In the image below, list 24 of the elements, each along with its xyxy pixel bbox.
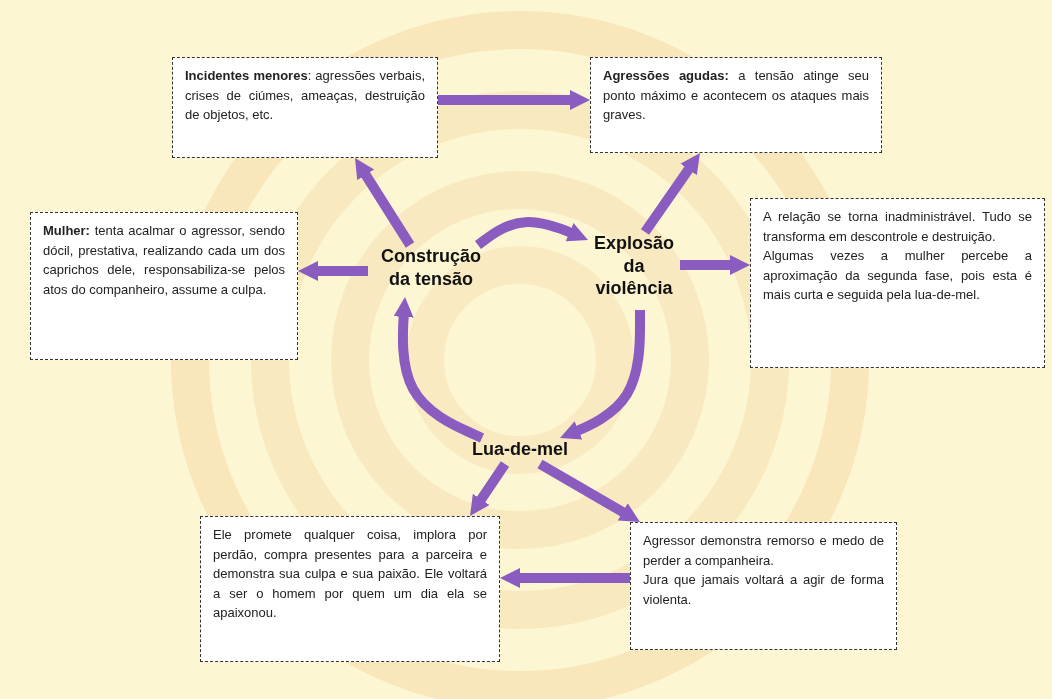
text-box	[30, 212, 298, 360]
phase-label: Construção da tensão	[380, 245, 482, 290]
phase-label: Explosão da violência	[593, 232, 675, 300]
phase-label: Lua-de-mel	[471, 438, 569, 461]
description-text: A relação se torna inadministrável. Tudo se transforma em descontrole e destruição.	[763, 208, 1032, 246]
description-text: Incidentes menores: agressões verbais, crises de ciúmes, ameaças, destruição de objetos, etc.	[185, 67, 425, 124]
arrow	[500, 568, 630, 588]
arrow	[558, 310, 645, 443]
arrow	[680, 255, 750, 275]
description-text: Mulher: tenta acalmar o agressor, sendo dócil, prestativa, realizando cada um dos caprichos dele, responsabiliza-se pelos atos do companheiro, assume a culpa.	[43, 222, 285, 299]
description-text: Agressões agudas: a tensão atinge seu ponto máximo e acontecem os ataques mais graves.	[603, 67, 869, 124]
text-box	[200, 516, 500, 662]
text-box	[750, 198, 1045, 368]
description-text: Algumas vezes a mulher percebe a aproximação da segunda fase, pois esta é mais curta e seguida pela lua-de-mel.	[763, 247, 1032, 304]
description-text: Ele promete qualquer coisa, implora por perdão, compra presentes para a parceira e demonstra sua culpa e sua paixão. Ele voltará a ser o homem por quem um dia ela se apaixonou.	[213, 526, 487, 622]
arrow	[475, 217, 590, 249]
description-text: Jura que jamais voltará a agir de forma violenta.	[643, 571, 884, 609]
text-box	[630, 522, 897, 650]
text-box	[590, 57, 882, 153]
text-box	[172, 57, 438, 158]
arrow	[393, 296, 485, 443]
description-text: Agressor demonstra remorso e medo de perder a companheira.	[643, 532, 884, 570]
arrow	[298, 261, 368, 281]
arrow	[438, 90, 590, 110]
